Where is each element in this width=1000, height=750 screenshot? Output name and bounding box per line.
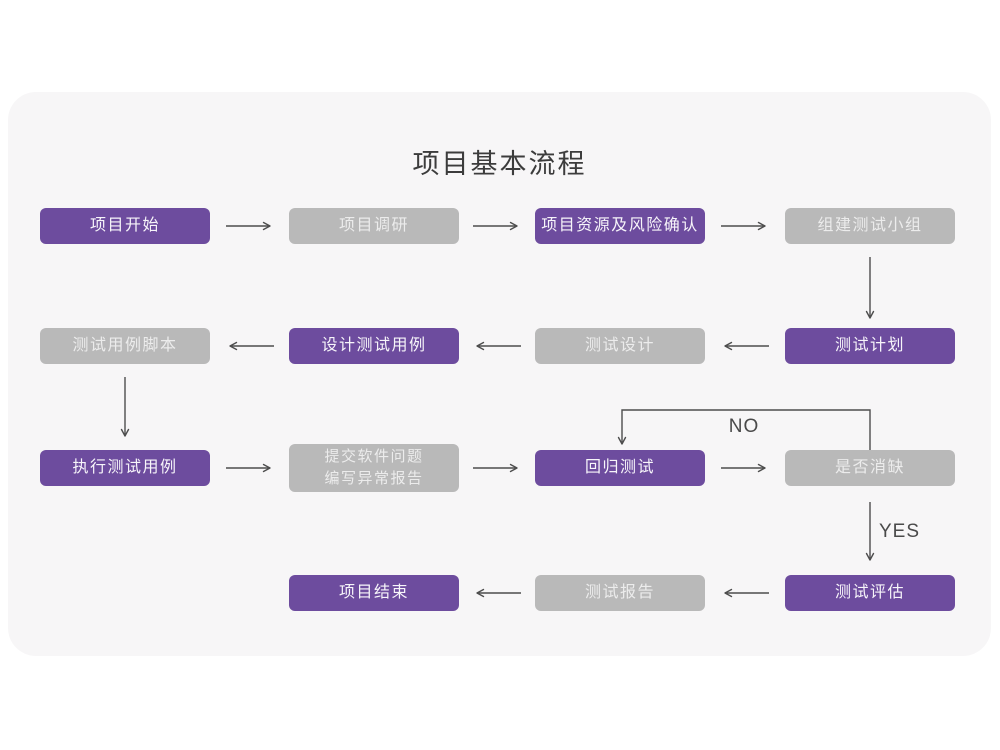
node-test-plan: 测试计划 <box>785 328 955 364</box>
page-title: 项目基本流程 <box>412 149 587 179</box>
node-project-end: 项目结束 <box>289 575 459 611</box>
node-resource-risk: 项目资源及风险确认 <box>535 208 705 244</box>
node-regression-test: 回归测试 <box>535 450 705 486</box>
branch-label-no: NO <box>728 416 760 437</box>
node-build-test-team: 组建测试小组 <box>785 208 955 244</box>
node-project-research: 项目调研 <box>289 208 459 244</box>
node-test-report: 测试报告 <box>535 575 705 611</box>
node-submit-issue-report: 提交软件问题 编写异常报告 <box>289 444 459 492</box>
node-design-test-case: 设计测试用例 <box>289 328 459 364</box>
node-execute-test-case: 执行测试用例 <box>40 450 210 486</box>
branch-label-yes: YES <box>879 521 921 542</box>
flowchart-card <box>8 92 991 656</box>
node-defect-cleared: 是否消缺 <box>785 450 955 486</box>
node-project-start: 项目开始 <box>40 208 210 244</box>
node-test-case-script: 测试用例脚本 <box>40 328 210 364</box>
node-test-design: 测试设计 <box>535 328 705 364</box>
node-test-evaluate: 测试评估 <box>785 575 955 611</box>
